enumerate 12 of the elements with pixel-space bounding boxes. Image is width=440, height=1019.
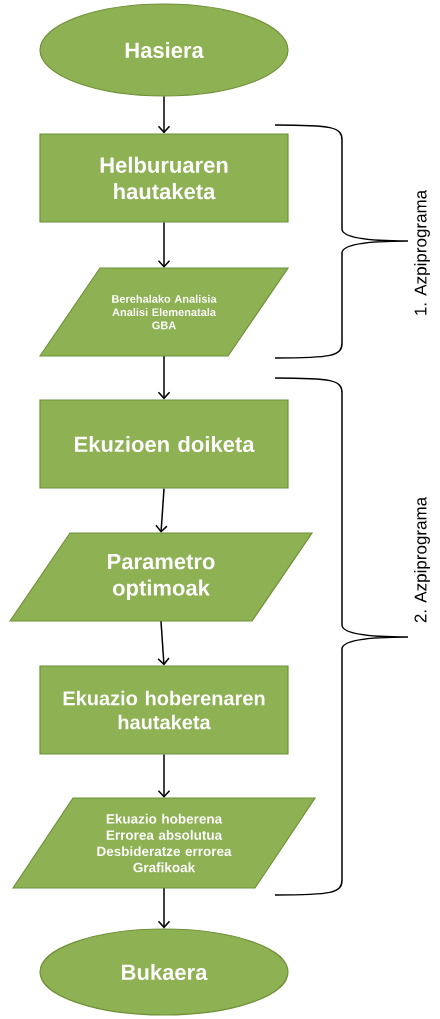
process-box: Helburuaren hautaketa bbox=[39, 133, 289, 223]
arrow bbox=[157, 887, 171, 929]
process-box: Ekuzioen doiketa bbox=[39, 399, 289, 489]
process-box: Ekuazio hoberenaren hautaketa bbox=[39, 665, 289, 755]
bracket-label: 2. Azpiprograma bbox=[414, 496, 430, 623]
arrow bbox=[157, 620, 170, 666]
arrow bbox=[157, 95, 171, 134]
arrow bbox=[155, 487, 168, 533]
arrow bbox=[157, 753, 171, 798]
arrow bbox=[157, 221, 171, 268]
bracket-label: 1. Azpiprograma bbox=[414, 189, 430, 315]
arrow bbox=[157, 355, 171, 400]
